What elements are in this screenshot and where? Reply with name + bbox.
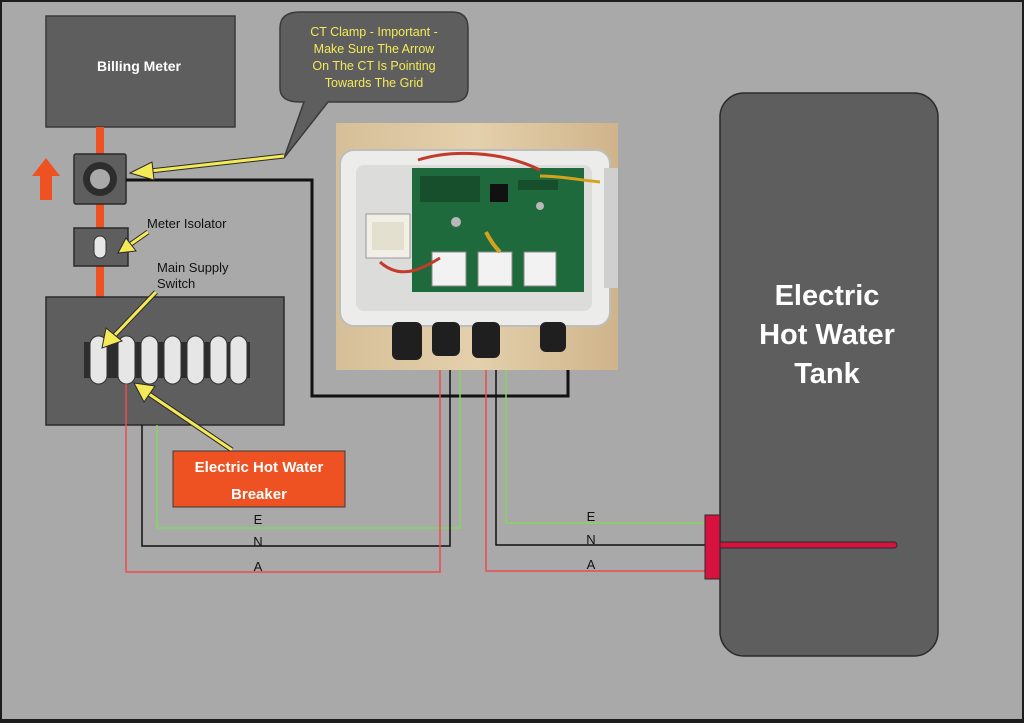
heating-element <box>704 514 898 580</box>
callout-line-3: On The CT Is Pointing <box>312 59 435 73</box>
breaker-label-line1: Electric Hot Water <box>195 459 324 476</box>
tank-label-line1: Electric <box>775 280 880 312</box>
neutral-wire-left <box>141 262 451 547</box>
wire-label-active-right: A <box>587 557 596 572</box>
ct-pointer-arrow <box>128 153 285 181</box>
callout-line-4: Towards The Grid <box>325 76 423 90</box>
main-switch-pointer-arrow <box>101 290 158 349</box>
wire-label-active-left: A <box>254 559 263 574</box>
wire-label-earth-left: E <box>254 512 263 527</box>
callout-line-1: CT Clamp - Important - <box>310 25 438 39</box>
main-supply-switch-label-line1: Main Supply <box>157 260 229 275</box>
wire-label-earth-right: E <box>587 509 596 524</box>
billing-meter-label: Billing Meter <box>97 58 182 74</box>
billing-meter: Billing Meter <box>45 15 236 128</box>
main-supply-switch-label-line2: Switch <box>157 276 195 291</box>
ct-clamp-icon <box>73 153 127 205</box>
isolator-pointer-arrow <box>117 229 150 254</box>
controller-photo <box>336 123 618 370</box>
breaker-label-line2: Breaker <box>231 486 287 503</box>
ct-clamp-callout: CT Clamp - Important - Make Sure The Arr… <box>279 11 469 159</box>
up-arrow-icon <box>32 158 60 200</box>
meter-isolator <box>73 227 129 267</box>
callout-line-2: Make Sure The Arrow <box>314 42 436 56</box>
earth-wire-left <box>156 262 461 529</box>
hot-water-breaker-switch <box>117 335 136 385</box>
wire-label-neutral-left: N <box>253 534 262 549</box>
hot-water-breaker-label: Electric Hot Water Breaker <box>172 450 346 508</box>
electric-hot-water-tank: Electric Hot Water Tank <box>719 92 939 657</box>
breaker-pointer-arrow <box>133 382 234 453</box>
tank-label-line2: Hot Water <box>759 319 895 351</box>
active-wire-left <box>125 262 441 573</box>
wire-label-neutral-right: N <box>586 532 595 547</box>
tank-label-line3: Tank <box>794 358 860 390</box>
meter-isolator-label: Meter Isolator <box>147 216 227 231</box>
